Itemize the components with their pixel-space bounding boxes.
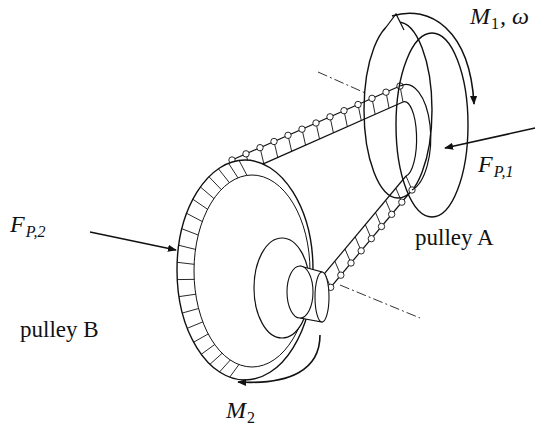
subscript: 1 — [491, 16, 499, 32]
pulley-tooth — [229, 163, 238, 178]
moment-arrow — [238, 335, 320, 382]
subscript: 2 — [247, 410, 255, 426]
pulley-tooth — [179, 294, 196, 296]
chain-roller — [368, 235, 374, 241]
chain-edge — [403, 102, 417, 176]
pulley-tooth — [182, 229, 198, 235]
pulley-teeth — [177, 160, 247, 377]
moment-symbol: M — [226, 398, 246, 422]
chain-roller — [271, 138, 277, 144]
pulley-tooth — [182, 309, 198, 313]
pulley-tooth — [179, 245, 196, 249]
pulley-tooth — [193, 199, 208, 209]
subscript: P,2 — [26, 224, 46, 240]
force-arrow — [90, 232, 176, 250]
pulley-tooth — [187, 213, 203, 221]
angular-velocity: , ω — [500, 4, 529, 28]
force-arrow — [445, 128, 535, 148]
pulley-tooth — [177, 279, 194, 280]
chain-roller — [383, 89, 389, 95]
chain-roller — [299, 126, 305, 132]
axis-line — [340, 285, 420, 318]
pulley-a-disc — [396, 33, 468, 217]
chain-roller — [399, 199, 405, 205]
pulley-tooth — [177, 262, 194, 264]
chain-roller — [313, 120, 319, 126]
chain-roller — [369, 95, 375, 101]
force-symbol: F — [10, 212, 25, 236]
pulley-tooth — [209, 177, 221, 190]
chain-roller — [243, 151, 249, 157]
part-name: pulley A — [415, 226, 494, 249]
pulley-tooth — [187, 322, 202, 328]
shaft-end — [315, 272, 329, 322]
chain-edge — [400, 84, 431, 190]
moment-symbol: M — [470, 4, 490, 28]
part-name: pulley B — [20, 318, 99, 341]
moment-arrow — [392, 13, 474, 104]
pulley-b-disc — [177, 160, 313, 380]
axis-line — [318, 72, 372, 96]
chain-roller — [341, 107, 347, 113]
pulley-tooth — [200, 187, 214, 199]
disc-notch — [384, 14, 404, 30]
chain-roller — [257, 144, 263, 150]
pulley-tooth — [230, 365, 239, 378]
pulley-tooth — [194, 334, 209, 342]
pulley-tooth — [239, 160, 247, 175]
pulley-tooth — [218, 169, 229, 183]
shaft-end — [287, 266, 313, 318]
pulley-a-disc — [364, 22, 432, 198]
chain-roller — [358, 248, 364, 254]
chain-roller — [338, 272, 344, 278]
chain-roller — [327, 114, 333, 120]
chain-roller — [355, 101, 361, 107]
chain-roller — [285, 132, 291, 138]
pulley-tooth — [220, 360, 231, 372]
pulley-tooth — [210, 353, 222, 364]
chain-roller — [388, 211, 394, 217]
pulley-tooth — [201, 345, 214, 355]
subscript: P,1 — [494, 164, 514, 180]
chain-edge — [232, 86, 400, 160]
chain-roller — [348, 260, 354, 266]
chain-roller — [378, 223, 384, 229]
force-symbol: F — [478, 152, 493, 176]
